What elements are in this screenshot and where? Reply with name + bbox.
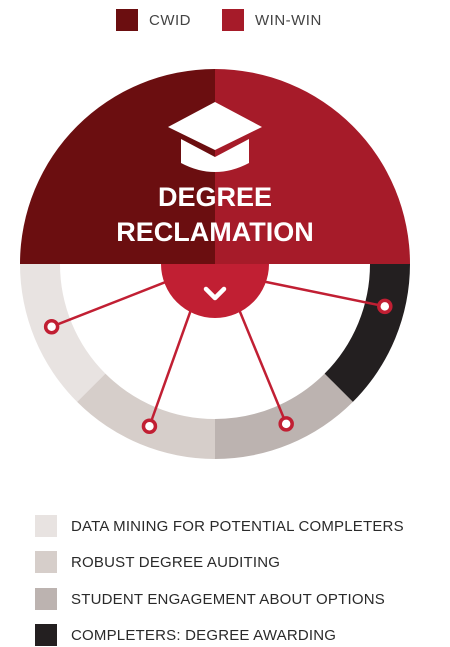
- chevron-down-icon: [203, 286, 227, 301]
- ring-segment-data-mining: [20, 264, 106, 402]
- connector-dot-degree-awarding: [377, 298, 393, 315]
- connector-lines: [43, 279, 393, 435]
- legend-label-data-mining: DATA MINING FOR POTENTIAL COMPLETERS: [71, 517, 404, 535]
- legend-item-win-win: WIN-WIN: [222, 8, 322, 32]
- top-legend: CWID WIN-WIN: [0, 8, 450, 32]
- connector-line-degree-auditing: [148, 307, 193, 427]
- degree-reclamation-diagram: DEGREE RECLAMATION: [20, 69, 410, 460]
- legend-swatch-student-engagement: [35, 588, 57, 610]
- center-title-line2: RECLAMATION: [116, 217, 313, 247]
- legend-row-degree-awarding: COMPLETERS: DEGREE AWARDING: [35, 623, 336, 647]
- connector-dot-degree-auditing: [141, 418, 158, 435]
- legend-row-data-mining: DATA MINING FOR POTENTIAL COMPLETERS: [35, 514, 404, 538]
- connector-dot-data-mining: [43, 318, 60, 335]
- connector-line-student-engagement: [237, 307, 288, 425]
- legend-item-cwid: CWID: [116, 8, 191, 32]
- legend-row-student-engagement: STUDENT ENGAGEMENT ABOUT OPTIONS: [35, 587, 385, 611]
- center-hub: [161, 264, 269, 318]
- graduation-cap-icon: [168, 102, 262, 172]
- legend-label-win-win: WIN-WIN: [255, 11, 322, 29]
- top-left-half-cwid: [20, 69, 215, 264]
- connector-line-degree-awarding: [261, 279, 386, 308]
- ring-segment-degree-auditing: [77, 373, 216, 460]
- connector-dot-student-engagement: [278, 416, 294, 432]
- top-right-half-win-win: [215, 69, 410, 264]
- legend-swatch-data-mining: [35, 515, 57, 537]
- connector-line-data-mining: [51, 279, 169, 328]
- legend-row-degree-auditing: ROBUST DEGREE AUDITING: [35, 550, 280, 574]
- ring-segment-degree-awarding: [324, 264, 410, 402]
- legend-label-degree-auditing: ROBUST DEGREE AUDITING: [71, 553, 281, 571]
- center-title-line1: DEGREE: [158, 182, 272, 212]
- legend-swatch-degree-auditing: [35, 551, 57, 573]
- legend-label-student-engagement: STUDENT ENGAGEMENT ABOUT OPTIONS: [71, 590, 385, 608]
- legend-label-cwid: CWID: [149, 11, 191, 29]
- legend-swatch-degree-awarding: [35, 624, 57, 646]
- legend-label-degree-awarding: COMPLETERS: DEGREE AWARDING: [71, 626, 337, 644]
- legend-swatch-win-win: [222, 9, 244, 31]
- legend-swatch-cwid: [116, 9, 138, 31]
